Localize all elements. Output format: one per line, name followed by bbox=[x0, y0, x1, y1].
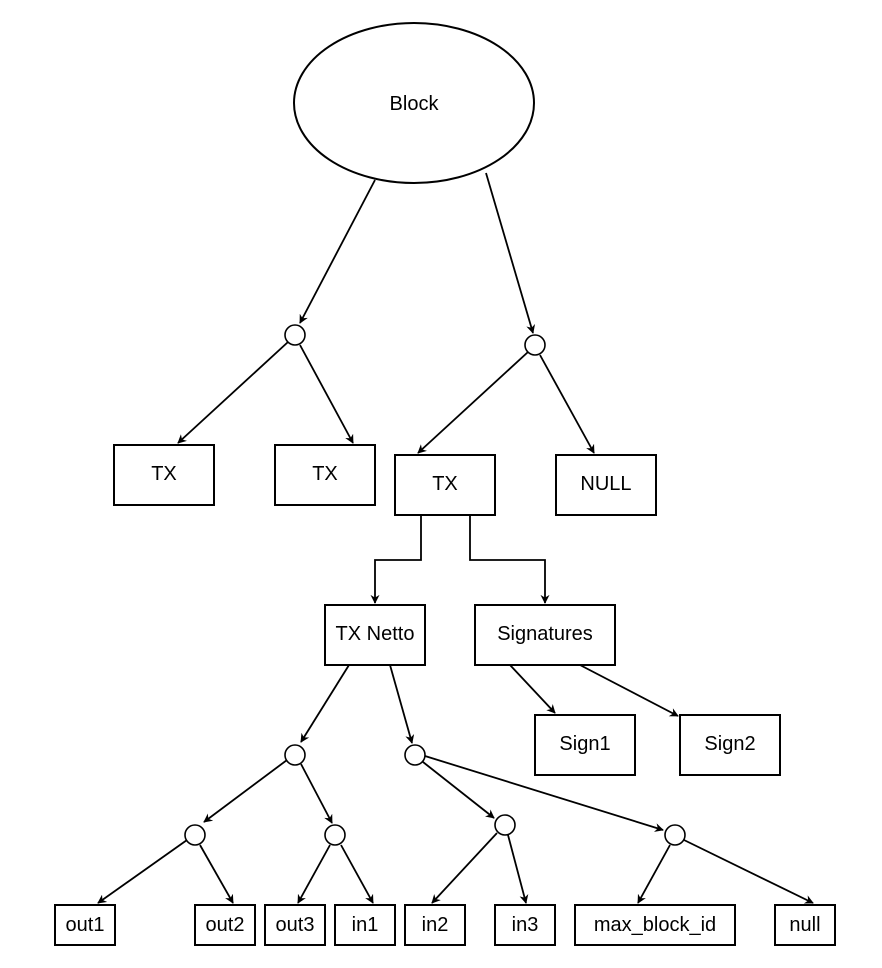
edge-txnetto-j4 bbox=[389, 664, 415, 744]
node-label-tx-1: TX bbox=[151, 463, 177, 485]
node-null-top: NULL bbox=[555, 454, 657, 516]
node-tx-2: TX bbox=[274, 444, 376, 506]
junction-node bbox=[664, 824, 686, 846]
junction-node bbox=[324, 824, 346, 846]
node-label-tx-2: TX bbox=[312, 463, 338, 485]
edge-txnetto-j3 bbox=[300, 664, 350, 743]
node-tx-3: TX bbox=[394, 454, 496, 516]
node-label-out2: out2 bbox=[206, 914, 245, 936]
node-out1: out1 bbox=[54, 904, 116, 946]
edge-j8-maxblockid bbox=[637, 844, 671, 904]
edge-j4-j7 bbox=[422, 761, 495, 819]
node-label-tx-3: TX bbox=[432, 473, 458, 495]
node-sign1: Sign1 bbox=[534, 714, 636, 776]
node-null-leaf: null bbox=[774, 904, 836, 946]
node-out3: out3 bbox=[264, 904, 326, 946]
edge-j5-out1 bbox=[97, 839, 188, 904]
node-label-sign2: Sign2 bbox=[704, 733, 755, 755]
edge-j3-j6 bbox=[300, 763, 333, 824]
node-in1: in1 bbox=[334, 904, 396, 946]
edge-j3-j5 bbox=[203, 759, 288, 823]
edge-j7-in3 bbox=[507, 834, 529, 904]
node-label-signatures: Signatures bbox=[497, 623, 593, 645]
edge-j7-in2 bbox=[431, 832, 498, 904]
junction-node bbox=[284, 324, 306, 346]
edges bbox=[97, 172, 814, 904]
edge-tx-txnetto bbox=[370, 515, 422, 604]
node-label-in2: in2 bbox=[422, 914, 449, 936]
edge-block-j2 bbox=[485, 172, 536, 334]
edge-j2-null bbox=[539, 354, 595, 454]
node-tx-netto: TX Netto bbox=[324, 604, 426, 666]
junction-node bbox=[284, 744, 306, 766]
junction-node bbox=[494, 814, 516, 836]
edge-j1-tx2 bbox=[299, 344, 354, 444]
junction-node bbox=[184, 824, 206, 846]
node-label-max-block-id: max_block_id bbox=[594, 914, 716, 936]
node-label-out1: out1 bbox=[66, 914, 105, 936]
edge-j4-j8 bbox=[424, 755, 664, 832]
node-label-block: Block bbox=[390, 93, 440, 115]
node-label-in1: in1 bbox=[352, 914, 379, 936]
node-in2: in2 bbox=[404, 904, 466, 946]
edge-j6-out3 bbox=[297, 844, 331, 904]
edge-j8-null bbox=[683, 839, 814, 904]
node-label-tx-netto: TX Netto bbox=[336, 623, 415, 645]
node-out2: out2 bbox=[194, 904, 256, 946]
node-in3: in3 bbox=[494, 904, 556, 946]
junction-node bbox=[404, 744, 426, 766]
edge-block-j1 bbox=[299, 179, 376, 324]
node-label-in3: in3 bbox=[512, 914, 539, 936]
edge-tx-signatures bbox=[469, 515, 550, 604]
node-label-null-leaf: null bbox=[789, 914, 820, 936]
edge-j6-in1 bbox=[340, 844, 374, 904]
edge-signatures-sign1 bbox=[509, 664, 556, 714]
node-block: Block bbox=[293, 22, 535, 184]
node-signatures: Signatures bbox=[474, 604, 616, 666]
edge-j2-tx3 bbox=[417, 351, 529, 454]
edge-j1-tx1 bbox=[177, 341, 289, 444]
node-label-null-top: NULL bbox=[580, 473, 631, 495]
edge-signatures-sign2 bbox=[579, 664, 679, 717]
node-label-out3: out3 bbox=[276, 914, 315, 936]
junction-node bbox=[524, 334, 546, 356]
edge-j5-out2 bbox=[199, 844, 234, 904]
node-label-sign1: Sign1 bbox=[559, 733, 610, 755]
node-max-block-id: max_block_id bbox=[574, 904, 736, 946]
node-sign2: Sign2 bbox=[679, 714, 781, 776]
node-tx-1: TX bbox=[113, 444, 215, 506]
